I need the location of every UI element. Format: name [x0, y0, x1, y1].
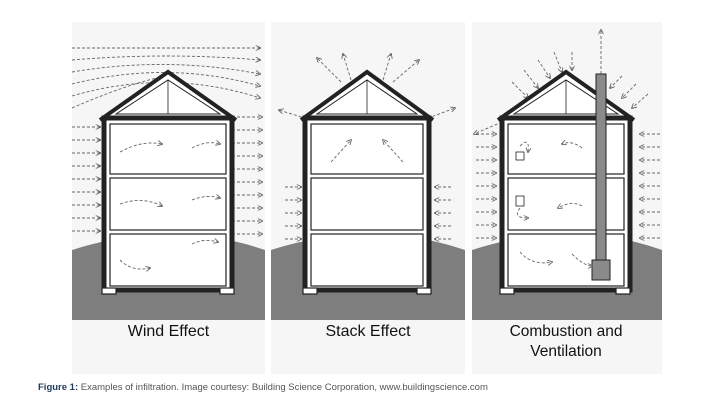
furnace — [591, 259, 611, 281]
infiltration-arrows-roof — [474, 51, 649, 134]
wind-arrows-leeward — [232, 117, 262, 234]
panel-title-combustion-ventilation: Combustion and Ventilation — [509, 323, 623, 360]
house — [299, 69, 435, 295]
interior-arrows — [516, 142, 592, 266]
panel-combustion-ventilation — [472, 22, 662, 374]
interior-arrows — [119, 143, 220, 269]
house — [496, 69, 636, 295]
caption-label: Figure 1: — [38, 382, 79, 393]
infiltration-diagram — [72, 22, 662, 374]
exhaust-fan-upper — [515, 151, 525, 161]
panel-title-wind-effect: Wind Effect — [127, 323, 210, 340]
chimney — [595, 73, 607, 269]
infiltration-arrows-walls — [476, 134, 660, 238]
exhaust-fan-lower — [515, 195, 525, 207]
figure-caption: Figure 1: Examples of infiltration. Imag… — [38, 382, 698, 393]
house — [98, 69, 238, 295]
panel-wind-effect — [72, 22, 265, 374]
panel-title-stack-effect: Stack Effect — [325, 323, 411, 340]
caption-text: Examples of infiltration. Image courtesy… — [78, 382, 488, 393]
panel-stack-effect — [271, 22, 465, 374]
